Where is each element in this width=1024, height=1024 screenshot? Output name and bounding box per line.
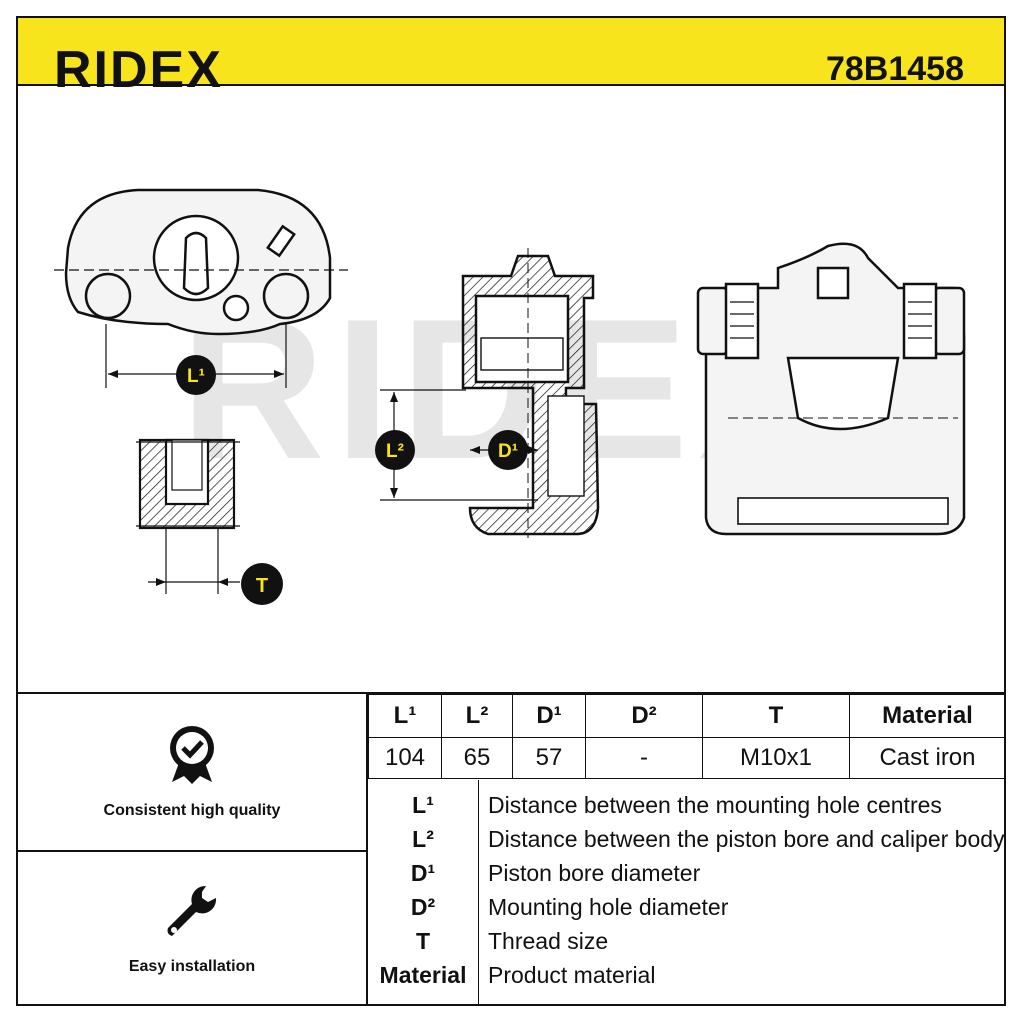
- feature-installation-label: Easy installation: [128, 958, 256, 975]
- technical-drawing: RIDEX L¹ T L²: [54, 188, 966, 605]
- callout-t-label: T: [256, 575, 268, 597]
- legend-desc: Product material: [488, 962, 656, 988]
- divider-features: [366, 692, 368, 1006]
- spec-header-l1: L¹: [368, 694, 442, 738]
- spec-value-t: M10x1: [702, 737, 850, 779]
- spec-header-d1: D¹: [512, 694, 586, 738]
- legend-desc: Distance between the mounting hole centr…: [488, 792, 942, 818]
- legend-key: Material: [379, 962, 467, 988]
- spec-header-d2: D²: [585, 694, 703, 738]
- callout-l1: [176, 355, 216, 395]
- callout-d1-label: D¹: [498, 441, 518, 462]
- legend-key: D¹: [410, 860, 436, 886]
- feature-quality-label: Consistent high quality: [103, 802, 281, 819]
- header-bar: RIDEX 78B1458: [16, 16, 1006, 99]
- callout-l2: [375, 430, 415, 470]
- spec-value-d2: -: [585, 737, 703, 779]
- spec-value-l2: 65: [441, 737, 513, 779]
- legend-separator: [478, 780, 479, 1006]
- legend-desc: Piston bore diameter: [488, 860, 701, 886]
- legend-key: T: [415, 928, 431, 954]
- callout-l2-label: L²: [386, 441, 404, 462]
- legend-row: L¹ Distance between the mounting hole ce…: [368, 792, 1006, 826]
- brand-logo: RIDEX: [54, 41, 223, 99]
- caliper-front-view: [696, 242, 966, 536]
- legend-row: D² Mounting hole diameter: [368, 894, 1006, 928]
- legend-desc: Thread size: [488, 928, 609, 954]
- part-number: 78B1458: [825, 50, 964, 88]
- caliper-section-view: [461, 254, 600, 536]
- legend-row: T Thread size: [368, 928, 1006, 962]
- callout-t: [241, 563, 283, 605]
- divider-drawing: [18, 692, 1006, 694]
- spec-value-material: Cast iron: [849, 737, 1006, 779]
- legend-key: D²: [410, 894, 436, 920]
- legend: L¹ Distance between the mounting hole ce…: [368, 780, 1006, 1006]
- spec-value-row: 104 65 57 - M10x1 Cast iron: [368, 737, 1006, 779]
- callout-l1-label: L¹: [187, 366, 205, 387]
- spec-header-l2: L²: [441, 694, 513, 738]
- spec-header-material: Material: [849, 694, 1006, 738]
- legend-key: L²: [412, 826, 434, 852]
- spec-value-d1: 57: [512, 737, 586, 779]
- spec-header-row: L¹ L² D¹ D² T Material: [368, 694, 1006, 738]
- legend-desc: Mounting hole diameter: [488, 894, 729, 920]
- spec-header-t: T: [702, 694, 850, 738]
- spec-value-l1: 104: [368, 737, 442, 779]
- thread-section: [138, 438, 236, 530]
- quality-badge-icon: [170, 726, 214, 784]
- caliper-top-view: [64, 188, 332, 336]
- spec-table: L¹ L² D¹ D² T Material 104 65 57 - M10x1…: [368, 694, 1006, 779]
- legend-row: L² Distance between the piston bore and …: [368, 826, 1006, 860]
- callout-d1: [488, 430, 528, 470]
- legend-desc: Distance between the piston bore and cal…: [488, 826, 1005, 852]
- legend-key: L¹: [412, 792, 434, 818]
- legend-row: D¹ Piston bore diameter: [368, 860, 1006, 894]
- divider-feature-rows: [18, 850, 366, 852]
- legend-row: Material Product material: [368, 962, 1006, 996]
- wrench-icon: [167, 885, 217, 936]
